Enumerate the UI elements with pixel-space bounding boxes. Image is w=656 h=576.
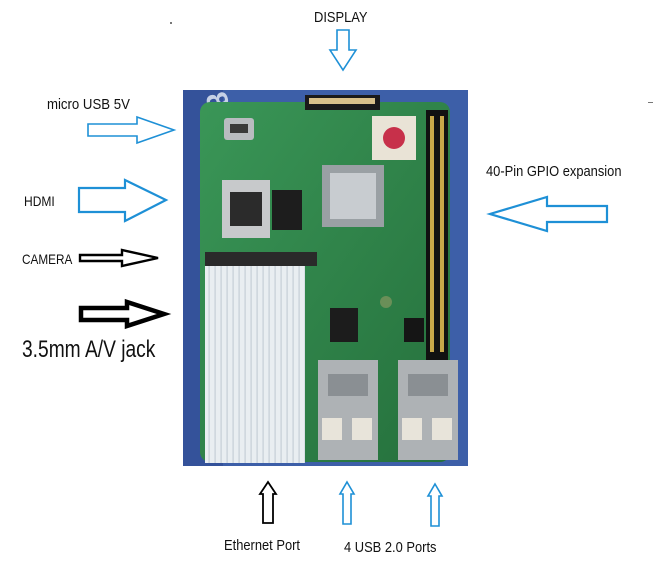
ethernet-arrow (258, 480, 278, 524)
hdmi-label: HDMI (24, 193, 55, 209)
usb-arrow-1 (338, 480, 356, 525)
usb-ports-label: 4 USB 2.0 Ports (344, 539, 437, 556)
display-label: DISPLAY (314, 9, 368, 26)
stray-dash (648, 102, 653, 103)
camera-label: CAMERA (22, 251, 73, 267)
hdmi-arrow (77, 178, 169, 223)
av-jack-label: 3.5mm A/V jack (22, 336, 156, 363)
micro-usb-arrow (87, 115, 177, 145)
micro-usb-label: micro USB 5V (47, 96, 130, 113)
av-jack-arrow (78, 298, 172, 330)
gpio-arrow (486, 195, 609, 233)
display-arrow (328, 29, 358, 72)
usb-arrow-2 (426, 482, 444, 527)
ethernet-label: Ethernet Port (224, 537, 301, 554)
gpio-label: 40-Pin GPIO expansion (486, 163, 622, 180)
stray-dot (170, 22, 172, 24)
camera-arrow (78, 248, 159, 268)
